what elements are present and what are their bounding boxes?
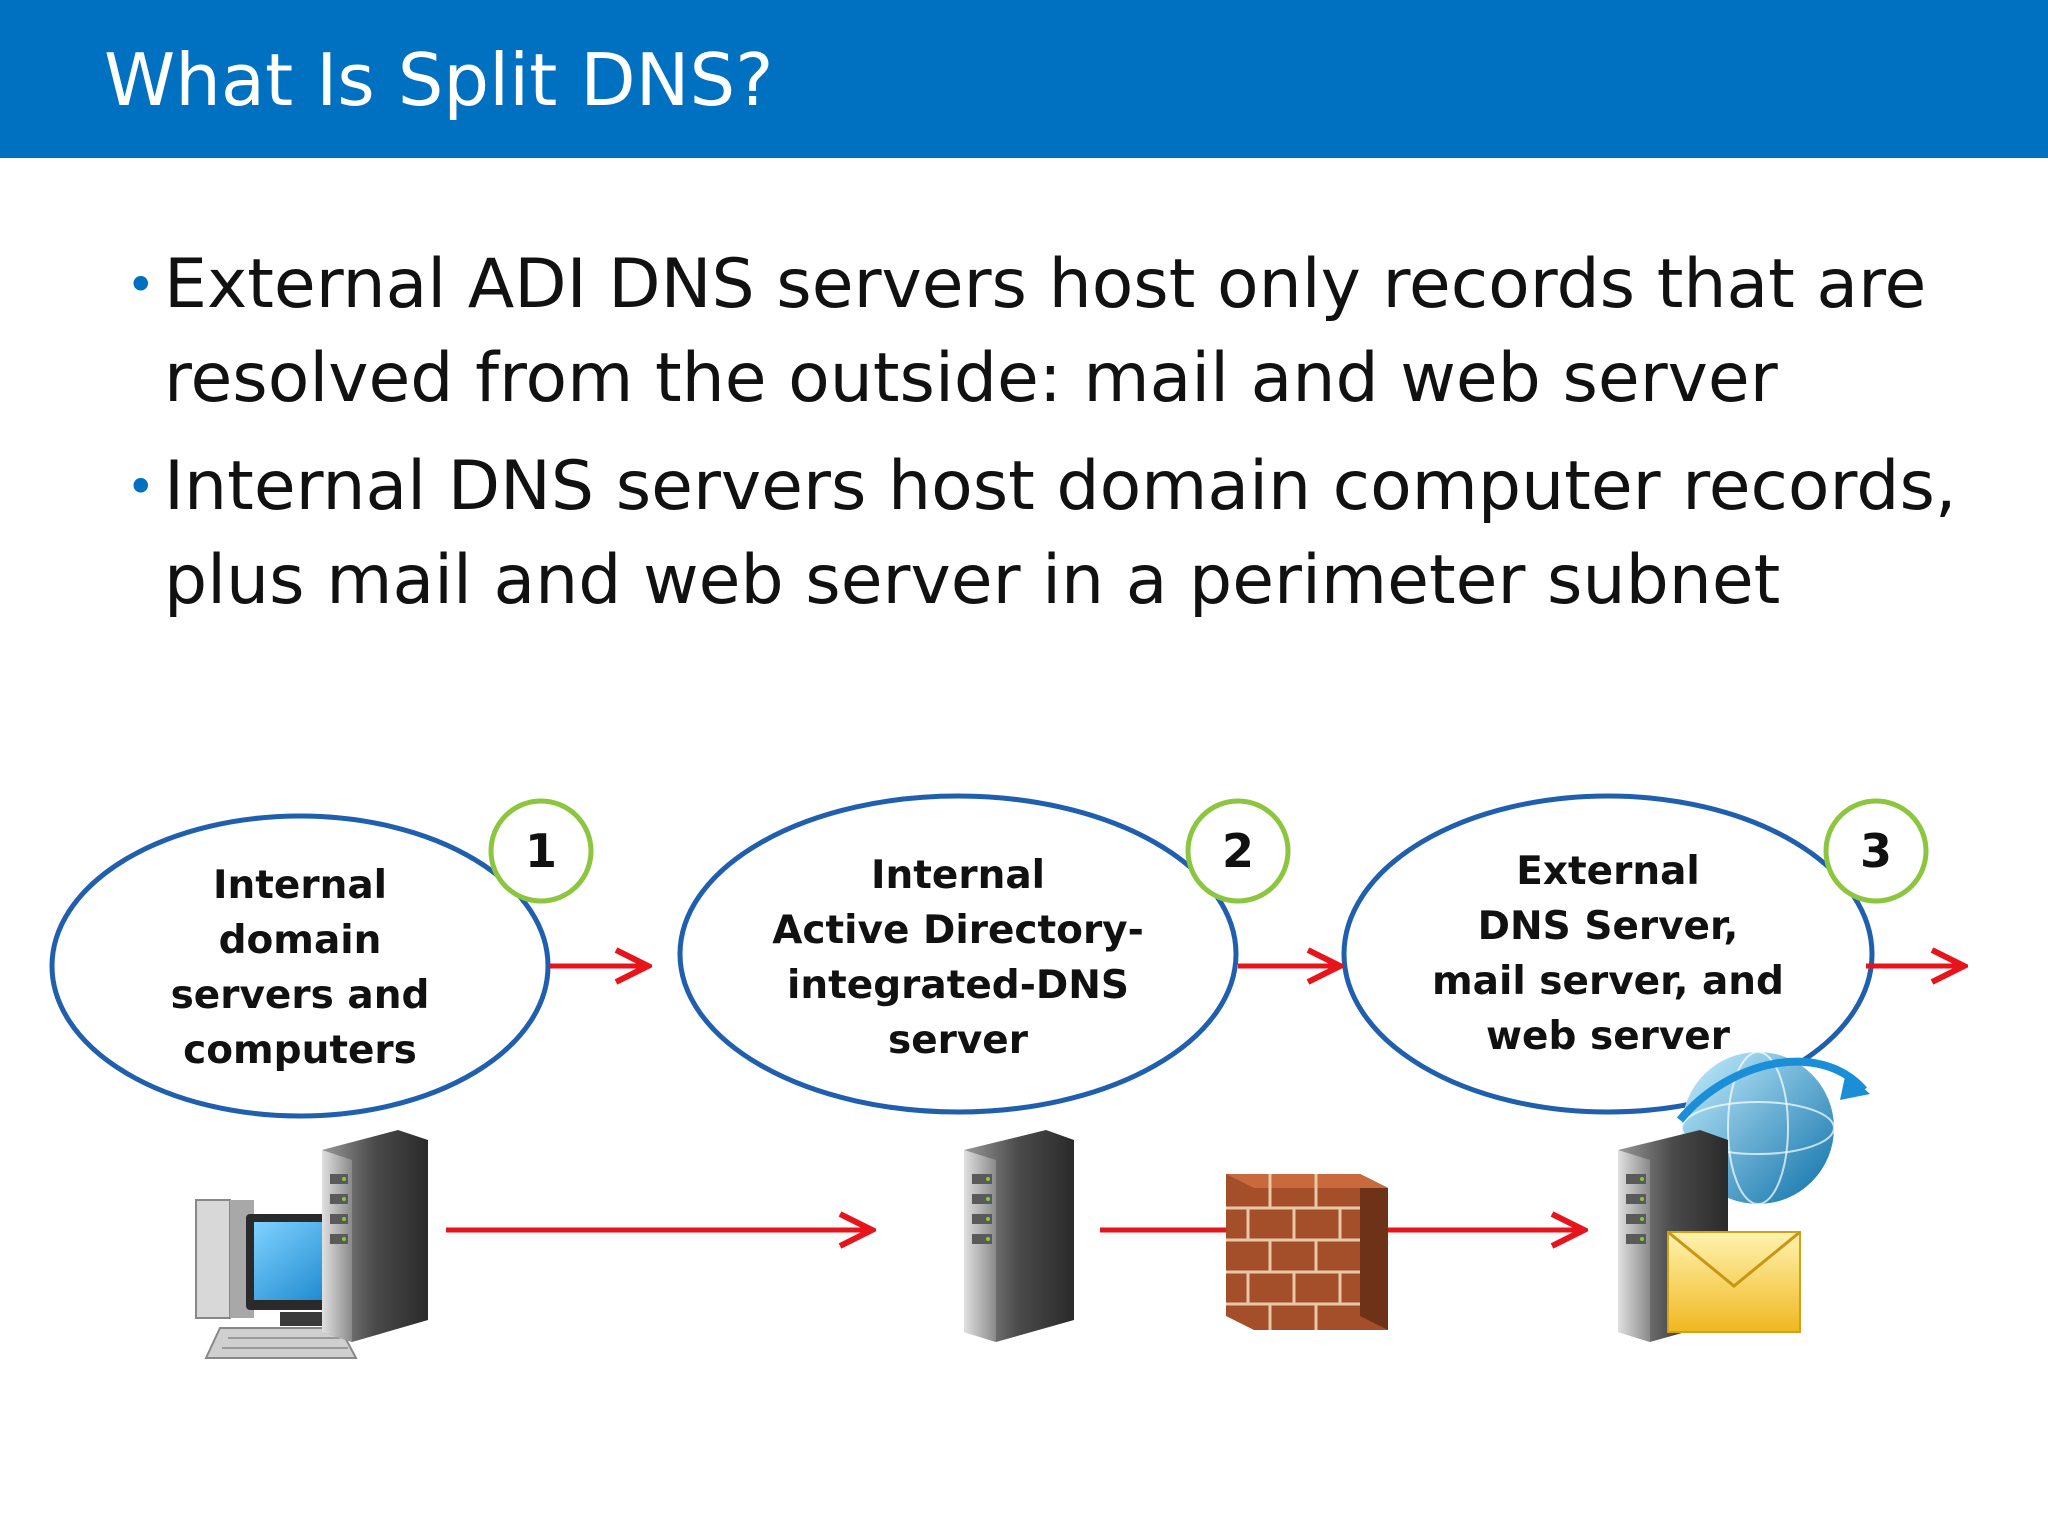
node-label-3-line-1: External	[1516, 849, 1700, 894]
node-label-2: Internal Active Directory- integrated-DN…	[758, 848, 1158, 1068]
step-number-1: 1	[524, 824, 557, 878]
step-ring-2	[1185, 798, 1291, 904]
title-bar: What Is Split DNS?	[0, 0, 2048, 158]
step-ring-1	[488, 798, 594, 904]
step-number-3: 3	[1859, 824, 1892, 878]
diagram-canvas	[49, 793, 2048, 1359]
node-ellipse-internal-adi-dns	[677, 793, 1239, 1115]
node-label-1: Internal domain servers and computers	[140, 858, 460, 1078]
bullet-dot-icon: •	[126, 256, 156, 314]
node-label-3-line-2: DNS Server,	[1477, 904, 1739, 949]
node-label-1-line-1: Internal	[212, 863, 388, 908]
node-ellipse-external-dns	[1341, 793, 1875, 1115]
node-label-1-line-3: servers and	[170, 973, 430, 1018]
node-ellipse-internal-domain	[49, 813, 551, 1119]
node-label-3-line-4: web server	[1486, 1014, 1730, 1059]
split-dns-diagram: Internal domain servers and computers In…	[0, 760, 2048, 1400]
node-label-1-line-4: computers	[183, 1028, 417, 1073]
bullet-list: • External ADI DNS servers host only rec…	[118, 238, 1998, 642]
bullet-text-2: Internal DNS servers host domain compute…	[164, 447, 1957, 620]
node-label-2-line-4: server	[887, 1018, 1028, 1063]
step-ring-3	[1823, 798, 1929, 904]
server-tower-icon-left	[322, 1130, 428, 1342]
bullet-text-1: External ADI DNS servers host only recor…	[164, 245, 1927, 418]
node-label-3: External DNS Server, mail server, and we…	[1398, 844, 1818, 1064]
server-tower-icon-middle	[964, 1130, 1074, 1342]
node-label-2-line-3: integrated-DNS	[787, 963, 1129, 1008]
bullet-dot-icon: •	[126, 458, 156, 516]
page-title: What Is Split DNS?	[104, 38, 774, 122]
bullet-item-1: • External ADI DNS servers host only rec…	[118, 238, 1998, 426]
node-label-2-line-2: Active Directory-	[772, 908, 1144, 953]
node-label-1-line-2: domain	[218, 918, 382, 963]
node-label-3-line-3: mail server, and	[1432, 959, 1784, 1004]
bullet-item-2: • Internal DNS servers host domain compu…	[118, 440, 1998, 628]
node-label-2-line-1: Internal	[870, 853, 1046, 898]
mail-envelope-icon	[1667, 1230, 1801, 1333]
firewall-brick-icon	[1226, 1174, 1388, 1330]
step-number-2: 2	[1221, 824, 1254, 878]
